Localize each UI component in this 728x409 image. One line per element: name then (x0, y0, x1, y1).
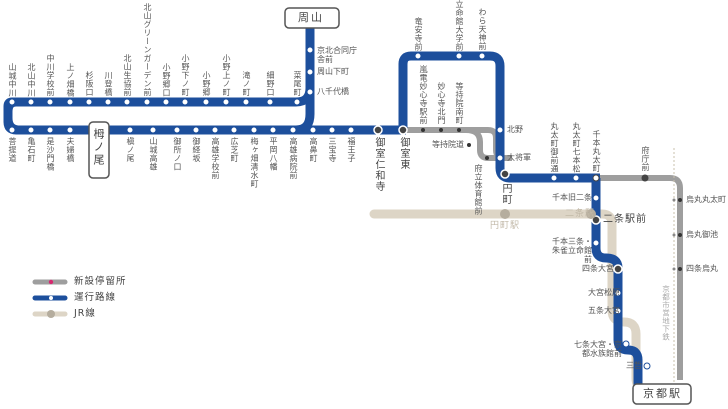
stop-label: 周山下町 (317, 67, 349, 76)
jr-line (369, 209, 655, 395)
stop-label: 立命館大学前 (455, 0, 464, 51)
stop-label: 八千代橋 (317, 87, 349, 96)
stop-label: 上ノ畑橋 (66, 63, 75, 97)
stop-label: 亀石町 (27, 137, 36, 163)
stop-label: 千本丸太町 (592, 130, 601, 173)
terminal-kyoto-station[interactable] (632, 383, 692, 405)
kyoto-station-label: 京都駅 (643, 387, 682, 400)
stop-label: 北山グリーンガーデン前 (143, 3, 152, 97)
stop-label: 山城中川 (8, 63, 17, 97)
stop-label: 二条駅前 (603, 214, 647, 225)
new-stop-line-east (596, 175, 683, 380)
stop-label: 烏丸御池 (686, 230, 718, 239)
stop-label: 中川学校前 (46, 54, 55, 97)
legend-operating-line: 運行路線 (74, 292, 117, 303)
stop-shijo-omiya (613, 264, 623, 274)
stop-label: 是沙門橋 (46, 137, 55, 171)
terminal-umenoo[interactable] (88, 121, 110, 179)
stop-label: 小野上ノ町 (222, 54, 231, 97)
stop-label: 五条大宮 (588, 306, 620, 315)
stop-label: 千本三条・朱雀立命館前 (552, 237, 592, 264)
stop-label: 高雄病院前 (289, 137, 298, 180)
kinugasa-stops (414, 52, 504, 162)
stop-label: 北野 (507, 125, 523, 134)
stop-label: 菜尾町 (293, 71, 302, 97)
stop-omuro-ninnaji (373, 125, 383, 135)
lower-row-stops (8, 126, 355, 134)
stop-label: 菩提道 (8, 137, 17, 163)
legend-new-stop: 新設停留所 (74, 276, 127, 287)
stop-label: 梅ヶ畑清水町 (250, 137, 259, 188)
stop-label: 細野口 (266, 71, 275, 97)
subway-label: 京都市営地下鉄 (661, 285, 671, 341)
stop-label: 北山生協前 (123, 54, 132, 97)
stop-label: 千本旧二条 (552, 193, 592, 202)
stop-label: 京北合同庁舎前 (317, 46, 357, 64)
upper-row-stops (8, 46, 314, 106)
stop-label: 夫婦橋 (66, 137, 75, 163)
stop-label: 槇ノ尾 (126, 137, 135, 163)
stop-label: 広芝町 (230, 137, 239, 163)
stop-label: 七条大宮・京都水族館前 (574, 340, 622, 358)
stop-label: 小野郷 (202, 71, 211, 97)
stop-label: 御所ノ口 (173, 137, 182, 171)
jr-station-label: 円町駅 (490, 221, 521, 231)
legend-jr-line: JR線 (74, 308, 96, 319)
legend (32, 279, 68, 318)
stop-label: 川登橋 (104, 71, 113, 97)
stop-label: 小野郷口 (162, 63, 171, 97)
stop-omuro-higashi (398, 125, 408, 135)
stop-label: 滝ノ町 (242, 71, 251, 97)
stop-label: 四条烏丸 (686, 264, 718, 273)
new-stop-label: 府立体育館前 (474, 164, 483, 215)
new-stop-label: 等持院南町 (455, 82, 464, 125)
stop-label: 三宝寺 (328, 137, 337, 163)
stop-label: 平岡八幡 (269, 137, 278, 171)
stop-label: 府庁前 (641, 146, 650, 172)
stop-label: 御室東 (398, 137, 409, 170)
stop-label: 御室仁和寺 (373, 137, 384, 192)
stop-fucho-mae (641, 174, 649, 182)
stop-label: わら天神前 (478, 8, 487, 51)
stop-label: 大将軍 (507, 153, 531, 162)
jr-nijo-dot (586, 209, 596, 219)
stop-label: 御経坂 (192, 137, 201, 163)
stop-emmachi (500, 169, 510, 179)
stop-label: 福王子 (347, 137, 356, 163)
stop-label: 北山中川 (27, 63, 36, 97)
jr-station-label: 二条駅 (565, 209, 596, 219)
jr-emmachi-dot (500, 209, 510, 219)
umenoo-label: 栂ノ尾 (92, 128, 105, 167)
stop-label: 四条大宮 (582, 264, 614, 273)
new-stop-label: 妙心寺北門 (437, 82, 446, 125)
stop-label: 烏丸丸太町 (686, 195, 726, 204)
stop-label: 高鼻町 (309, 137, 318, 163)
new-stop-label: 嵐電妙心寺駅前 (419, 65, 428, 125)
stop-label: 丸太町七本松 (572, 122, 581, 173)
shuzan-label: 周山 (298, 11, 324, 24)
stop-label: 竜安寺前 (414, 17, 423, 51)
new-stops (421, 128, 489, 160)
operating-line-senbon (591, 178, 643, 392)
stop-label: 小野下ノ町 (181, 54, 190, 97)
stop-label: 高雄学校前 (211, 137, 220, 180)
new-stop-label: 等持院道 (432, 140, 464, 149)
stop-label: 三哲 (626, 361, 642, 370)
stop-label: 山城高雄 (149, 137, 158, 171)
terminal-shuzan[interactable] (284, 7, 340, 29)
stop-label: 大宮松原 (588, 288, 620, 297)
stop-label: 丸太町御前通 (550, 122, 559, 173)
stop-label: 杉阪口 (85, 71, 94, 97)
stop-label: 円町 (500, 183, 511, 205)
